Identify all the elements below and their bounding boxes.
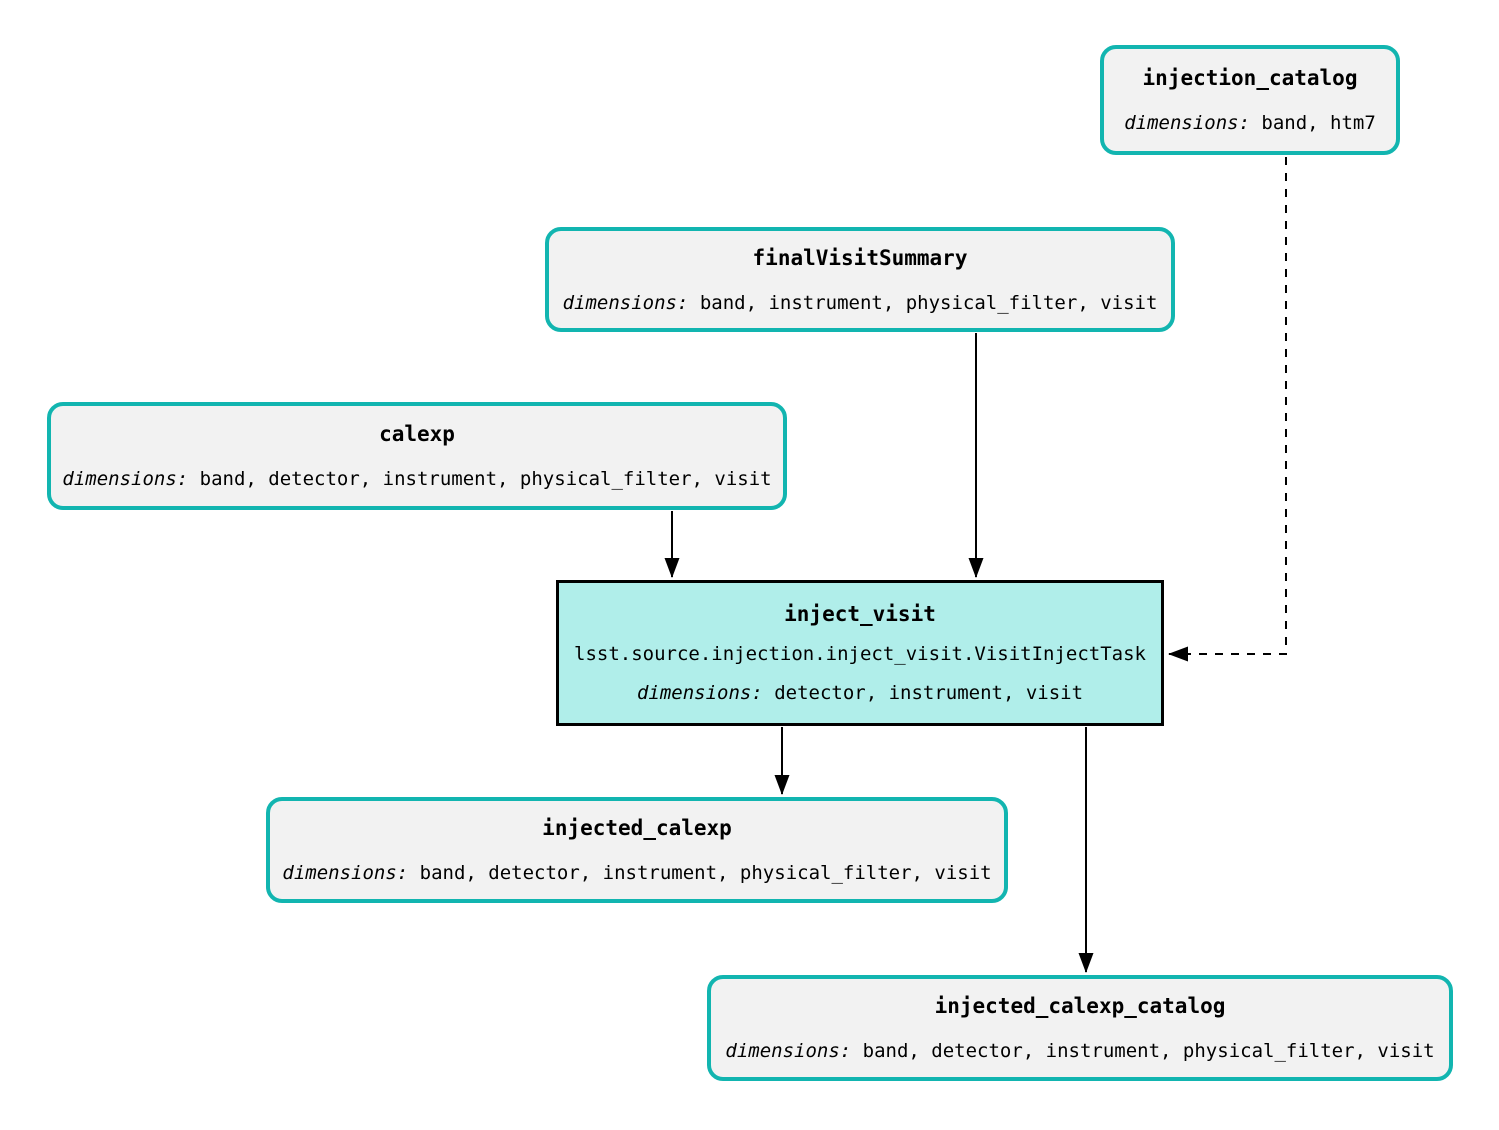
dimensions-value: band, detector, instrument, physical_fil… — [199, 468, 772, 490]
dimensions-label: dimensions: — [636, 682, 763, 704]
node-title: inject_visit — [784, 602, 936, 626]
dimensions-value: band, detector, instrument, physical_fil… — [862, 1040, 1435, 1062]
node-title: finalVisitSummary — [752, 245, 968, 270]
edge-injection-catalog-to-inject-visit — [1168, 157, 1287, 662]
node-dimensions: dimensions: band, instrument, physical_fi… — [563, 291, 1158, 315]
node-inject-visit-task: inject_visit lsst.source.injection.injec… — [556, 580, 1164, 726]
dimensions-label: dimensions: — [62, 468, 189, 490]
node-finalvisitsummary: finalVisitSummary dimensions: band, instr… — [545, 227, 1175, 332]
dimensions-value: band, htm7 — [1261, 112, 1376, 134]
node-injected-calexp: injected_calexp dimensions: band, detecto… — [266, 797, 1008, 903]
node-dimensions: dimensions: band, detector, instrument, p… — [725, 1039, 1434, 1063]
dimensions-label: dimensions: — [562, 291, 689, 314]
dimensions-value: band, instrument, physical_filter, visit — [699, 291, 1158, 314]
dimensions-label: dimensions: — [282, 862, 409, 884]
node-dimensions: dimensions: band, htm7 — [1124, 111, 1376, 135]
dimensions-value: band, detector, instrument, physical_fil… — [419, 862, 992, 884]
task-class-path: lsst.source.injection.inject_visit.Visit… — [574, 643, 1146, 665]
node-dimensions: dimensions: band, detector, instrument, p… — [62, 467, 771, 491]
node-dimensions: dimensions: band, detector, instrument, p… — [282, 861, 991, 885]
node-injected-calexp-catalog: injected_calexp_catalog dimensions: band,… — [707, 975, 1453, 1081]
dimensions-label: dimensions: — [1124, 112, 1251, 134]
node-title: calexp — [379, 422, 455, 446]
node-injection-catalog: injection_catalog dimensions: band, htm7 — [1100, 45, 1400, 155]
node-title: injection_catalog — [1142, 66, 1358, 90]
node-title: injected_calexp — [542, 816, 732, 840]
dimensions-label: dimensions: — [725, 1040, 852, 1062]
node-dimensions: dimensions: detector, instrument, visit — [637, 681, 1083, 705]
node-calexp: calexp dimensions: band, detector, instru… — [47, 402, 787, 510]
node-title: injected_calexp_catalog — [934, 994, 1226, 1018]
dimensions-value: detector, instrument, visit — [774, 682, 1084, 704]
